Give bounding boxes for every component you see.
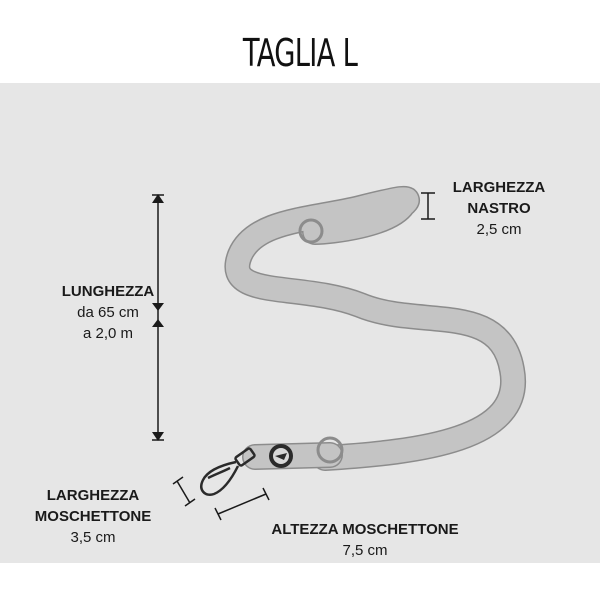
carabiner-width-label-name2: MOSCHETTONE xyxy=(34,508,152,525)
length-label: LUNGHEZZA da 65 cm a 2,0 m xyxy=(28,281,188,344)
strap-width-label: LARGHEZZA NASTRO 2,5 cm xyxy=(434,177,564,240)
carabiner-width-label-name1: LARGHEZZA xyxy=(46,487,140,504)
strap-width-label-name1: LARGHEZZA xyxy=(452,179,546,196)
strap-width-label-name2: NASTRO xyxy=(467,200,531,217)
length-label-line1: da 65 cm xyxy=(77,304,139,321)
carabiner-height-label-name: ALTEZZA MOSCHETTONE xyxy=(271,521,459,538)
lower-ring-icon xyxy=(316,436,344,464)
carabiner-width-label: LARGHEZZA MOSCHETTONE 3,5 cm xyxy=(18,485,168,548)
length-dimension-line xyxy=(152,194,164,441)
carabiner-icon xyxy=(200,447,256,496)
carabiner-height-dimension-line xyxy=(214,487,270,521)
carabiner-height-label: ALTEZZA MOSCHETTONE 7,5 cm xyxy=(255,519,475,561)
carabiner-height-label-value: 7,5 cm xyxy=(342,542,388,559)
diagram-panel xyxy=(0,83,600,563)
length-label-line2: a 2,0 m xyxy=(82,325,134,342)
strap-width-dimension-line xyxy=(421,192,435,220)
strap-width-label-value: 2,5 cm xyxy=(476,221,522,238)
handle-ring-icon xyxy=(298,218,324,244)
rivet-cap-icon xyxy=(269,444,293,468)
carabiner-width-label-value: 3,5 cm xyxy=(70,529,116,546)
carabiner-width-dimension-line xyxy=(172,476,196,507)
page-title: TAGLIA L xyxy=(242,31,358,75)
length-label-name: LUNGHEZZA xyxy=(61,283,155,300)
